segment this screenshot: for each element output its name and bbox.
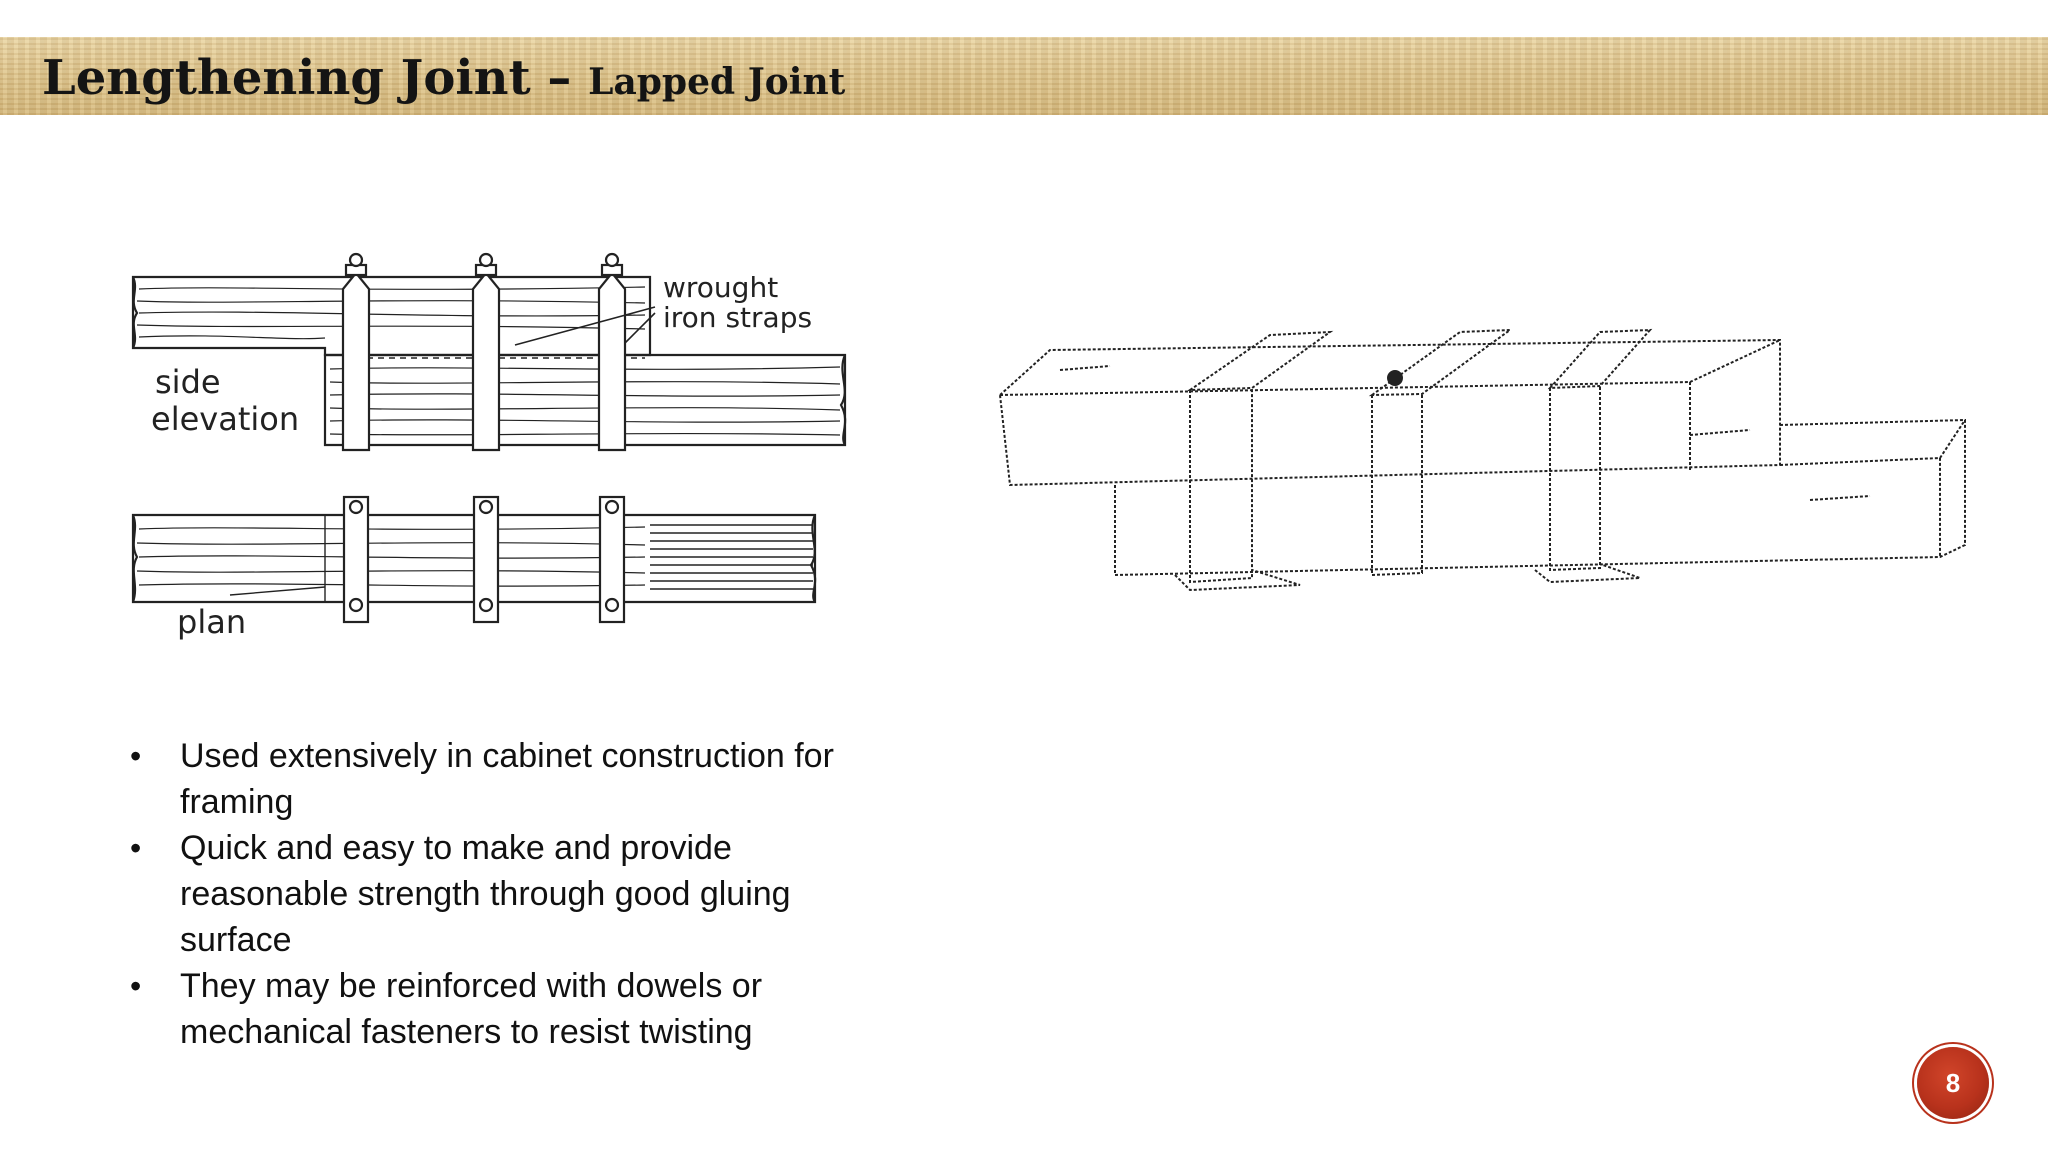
bullet-item: Used extensively in cabinet construction… bbox=[130, 733, 890, 825]
slide-title: Lengthening Joint – Lapped Joint bbox=[42, 50, 845, 106]
lapped-joint-perspective-figure bbox=[998, 328, 1966, 592]
label-plan: plan bbox=[177, 603, 246, 641]
bullet-list: Used extensively in cabinet construction… bbox=[130, 733, 890, 1055]
bullet-item: They may be reinforced with dowels or me… bbox=[130, 963, 890, 1055]
title-main: Lengthening Joint – bbox=[42, 50, 589, 106]
label-side: side bbox=[155, 363, 221, 401]
label-elevation: elevation bbox=[151, 400, 299, 438]
title-sub: Lapped Joint bbox=[588, 61, 846, 103]
label-iron-straps: iron straps bbox=[663, 301, 812, 334]
lapped-joint-elevation-plan-figure: side elevation plan wrought iron straps bbox=[131, 252, 847, 641]
title-bar bbox=[0, 37, 2048, 115]
bullet-item: Quick and easy to make and provide reaso… bbox=[130, 825, 890, 963]
page-number: 8 bbox=[1945, 1067, 1961, 1098]
page-number-badge: 8 bbox=[1917, 1047, 1989, 1119]
label-wrought: wrought bbox=[663, 271, 778, 304]
